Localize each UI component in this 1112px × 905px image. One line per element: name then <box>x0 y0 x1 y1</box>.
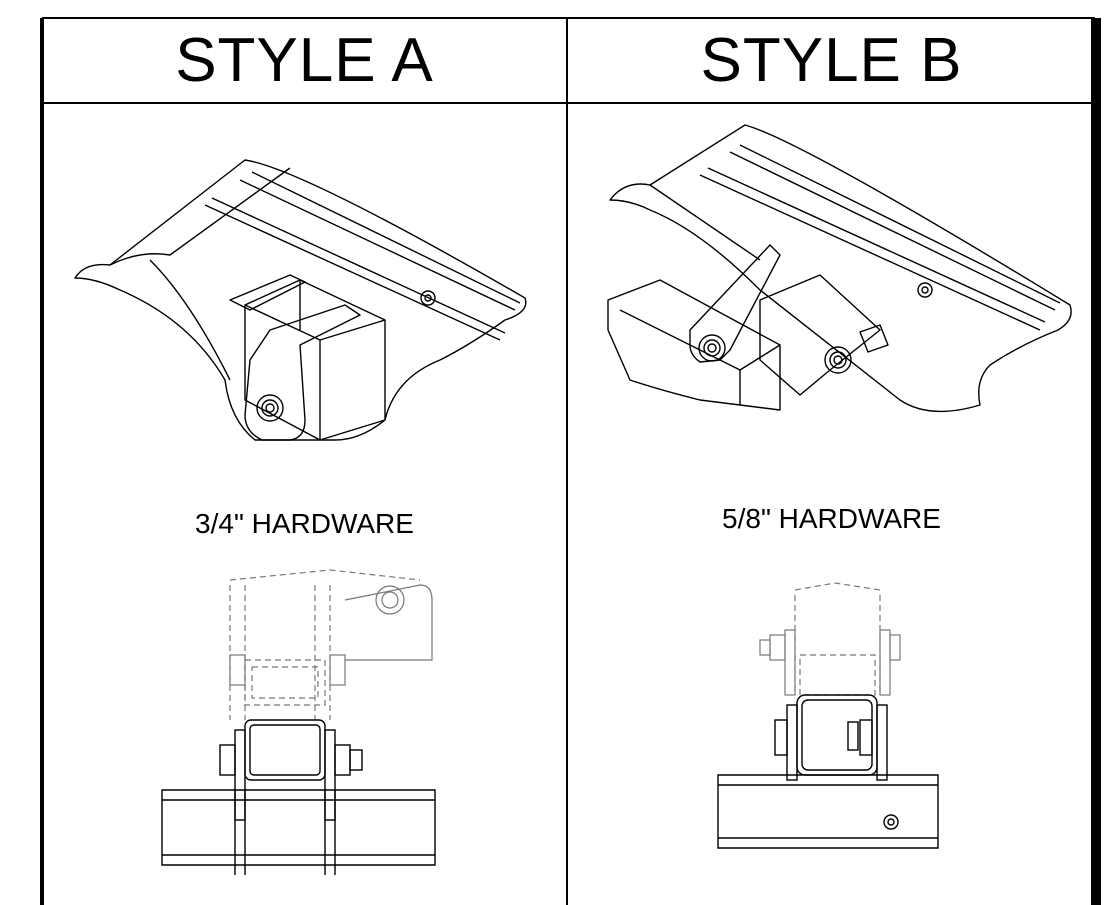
style-b-hardware-label: 5/8" HARDWARE <box>722 503 941 534</box>
style-a-hardware-label: 3/4" HARDWARE <box>195 508 414 539</box>
style-b-header: STYLE B <box>700 25 963 95</box>
style-a-header: STYLE A <box>175 25 434 95</box>
